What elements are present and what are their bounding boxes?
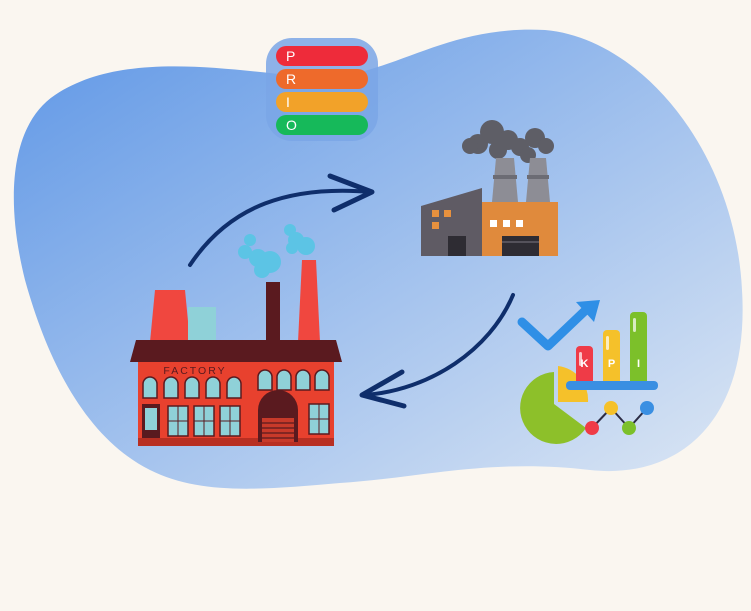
factory-icon: FACTORY	[130, 224, 342, 446]
prio-letter: I	[286, 94, 290, 110]
kpi-bar-i: I	[630, 312, 647, 385]
prio-letter: P	[286, 48, 295, 64]
prio-letter: O	[286, 117, 297, 133]
curved-arrow-left-icon	[359, 293, 515, 409]
kpi-bar-label: K	[581, 358, 589, 370]
kpi-bar-p: P	[603, 330, 620, 385]
curved-arrow-right-icon	[188, 173, 375, 267]
factory-sign: FACTORY	[163, 365, 226, 377]
prio-row-p: P	[276, 46, 368, 66]
prio-row-i: I	[276, 92, 368, 112]
prio-row-r: R	[276, 69, 368, 89]
kpi-bar-k: K	[576, 346, 593, 385]
industrial-plant-icon	[421, 120, 558, 256]
kpi-bar-label: I	[637, 358, 640, 370]
background-blob	[13, 29, 743, 489]
kpi-bar-label: P	[608, 358, 615, 370]
prio-row-o: O	[276, 115, 368, 135]
prio-letter: R	[286, 71, 296, 87]
